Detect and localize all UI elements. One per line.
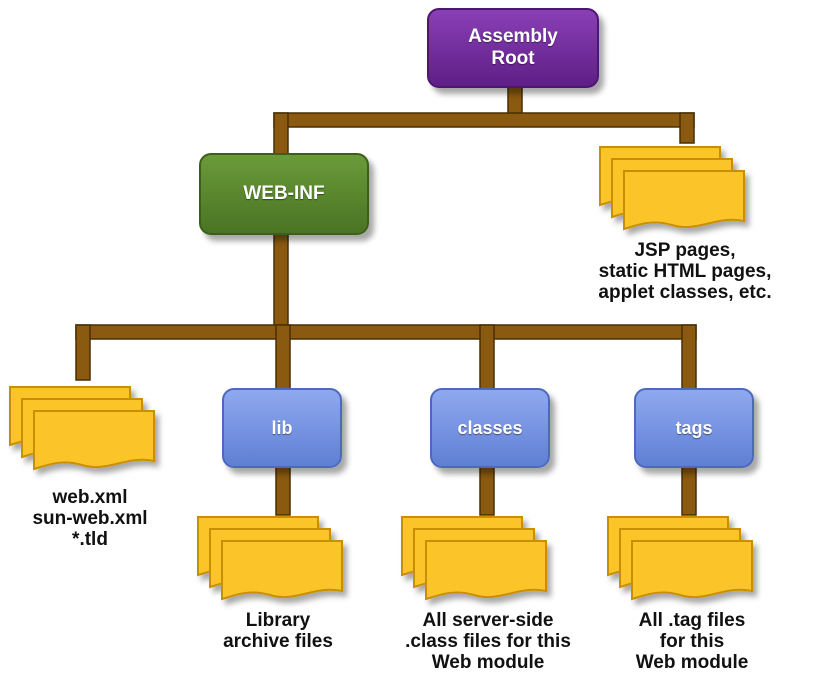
assembly-root-line1: Assembly	[468, 26, 558, 47]
connector-to-tags	[681, 324, 697, 391]
connector-classes-down	[479, 464, 495, 516]
connector-top-bar	[273, 112, 695, 128]
connector-lib-down	[275, 464, 291, 516]
caption-line: Web module	[431, 652, 545, 673]
lib-files-caption: Library archive files	[208, 610, 348, 652]
caption-line: applet classes, etc.	[598, 282, 772, 303]
file-stack-icon	[400, 515, 548, 601]
connector-to-classes	[479, 324, 495, 391]
caption-line: Library	[245, 610, 311, 631]
caption-line: .class files for this	[405, 631, 571, 652]
web-inf-files-caption: web.xml sun-web.xml *.tld	[20, 487, 160, 550]
classes-files-caption: All server-side .class files for this We…	[383, 610, 593, 673]
caption-line: sun-web.xml	[32, 508, 148, 529]
connector-to-webinf	[273, 112, 289, 159]
classes-node: classes	[430, 388, 550, 468]
caption-line: All .tag files	[638, 610, 746, 631]
tags-files-caption: All .tag files for this Web module	[612, 610, 772, 673]
connector-to-webinf-files	[75, 324, 91, 381]
assembly-root-node: Assembly Root	[427, 8, 599, 88]
tags-label: tags	[675, 418, 713, 438]
file-stack-icon	[8, 385, 156, 471]
caption-line: Web module	[635, 652, 749, 673]
connector-tags-down	[681, 464, 697, 516]
connector-lines	[75, 84, 697, 516]
connector-to-static	[679, 112, 695, 144]
caption-line: JSP pages,	[634, 240, 736, 261]
caption-line: *.tld	[72, 529, 108, 550]
assembly-root-line2: Root	[491, 48, 535, 69]
web-inf-node: WEB-INF	[199, 153, 369, 235]
lib-label: lib	[271, 418, 293, 438]
caption-line: static HTML pages,	[598, 261, 772, 282]
caption-line: web.xml	[52, 487, 128, 508]
connector-bottom-bar	[75, 324, 697, 340]
file-stack-icon	[196, 515, 344, 601]
file-stack-icon	[606, 515, 754, 601]
lib-node: lib	[222, 388, 342, 468]
connector-webinf-down	[273, 231, 289, 333]
web-inf-label: WEB-INF	[243, 183, 325, 204]
caption-line: All server-side	[422, 610, 554, 631]
classes-label: classes	[457, 418, 523, 438]
file-stack-icon	[598, 145, 746, 231]
tags-node: tags	[634, 388, 754, 468]
connector-to-lib	[275, 324, 291, 391]
static-content-caption: JSP pages, static HTML pages, applet cla…	[585, 240, 785, 303]
caption-line: for this	[659, 631, 725, 652]
caption-line: archive files	[223, 631, 333, 652]
